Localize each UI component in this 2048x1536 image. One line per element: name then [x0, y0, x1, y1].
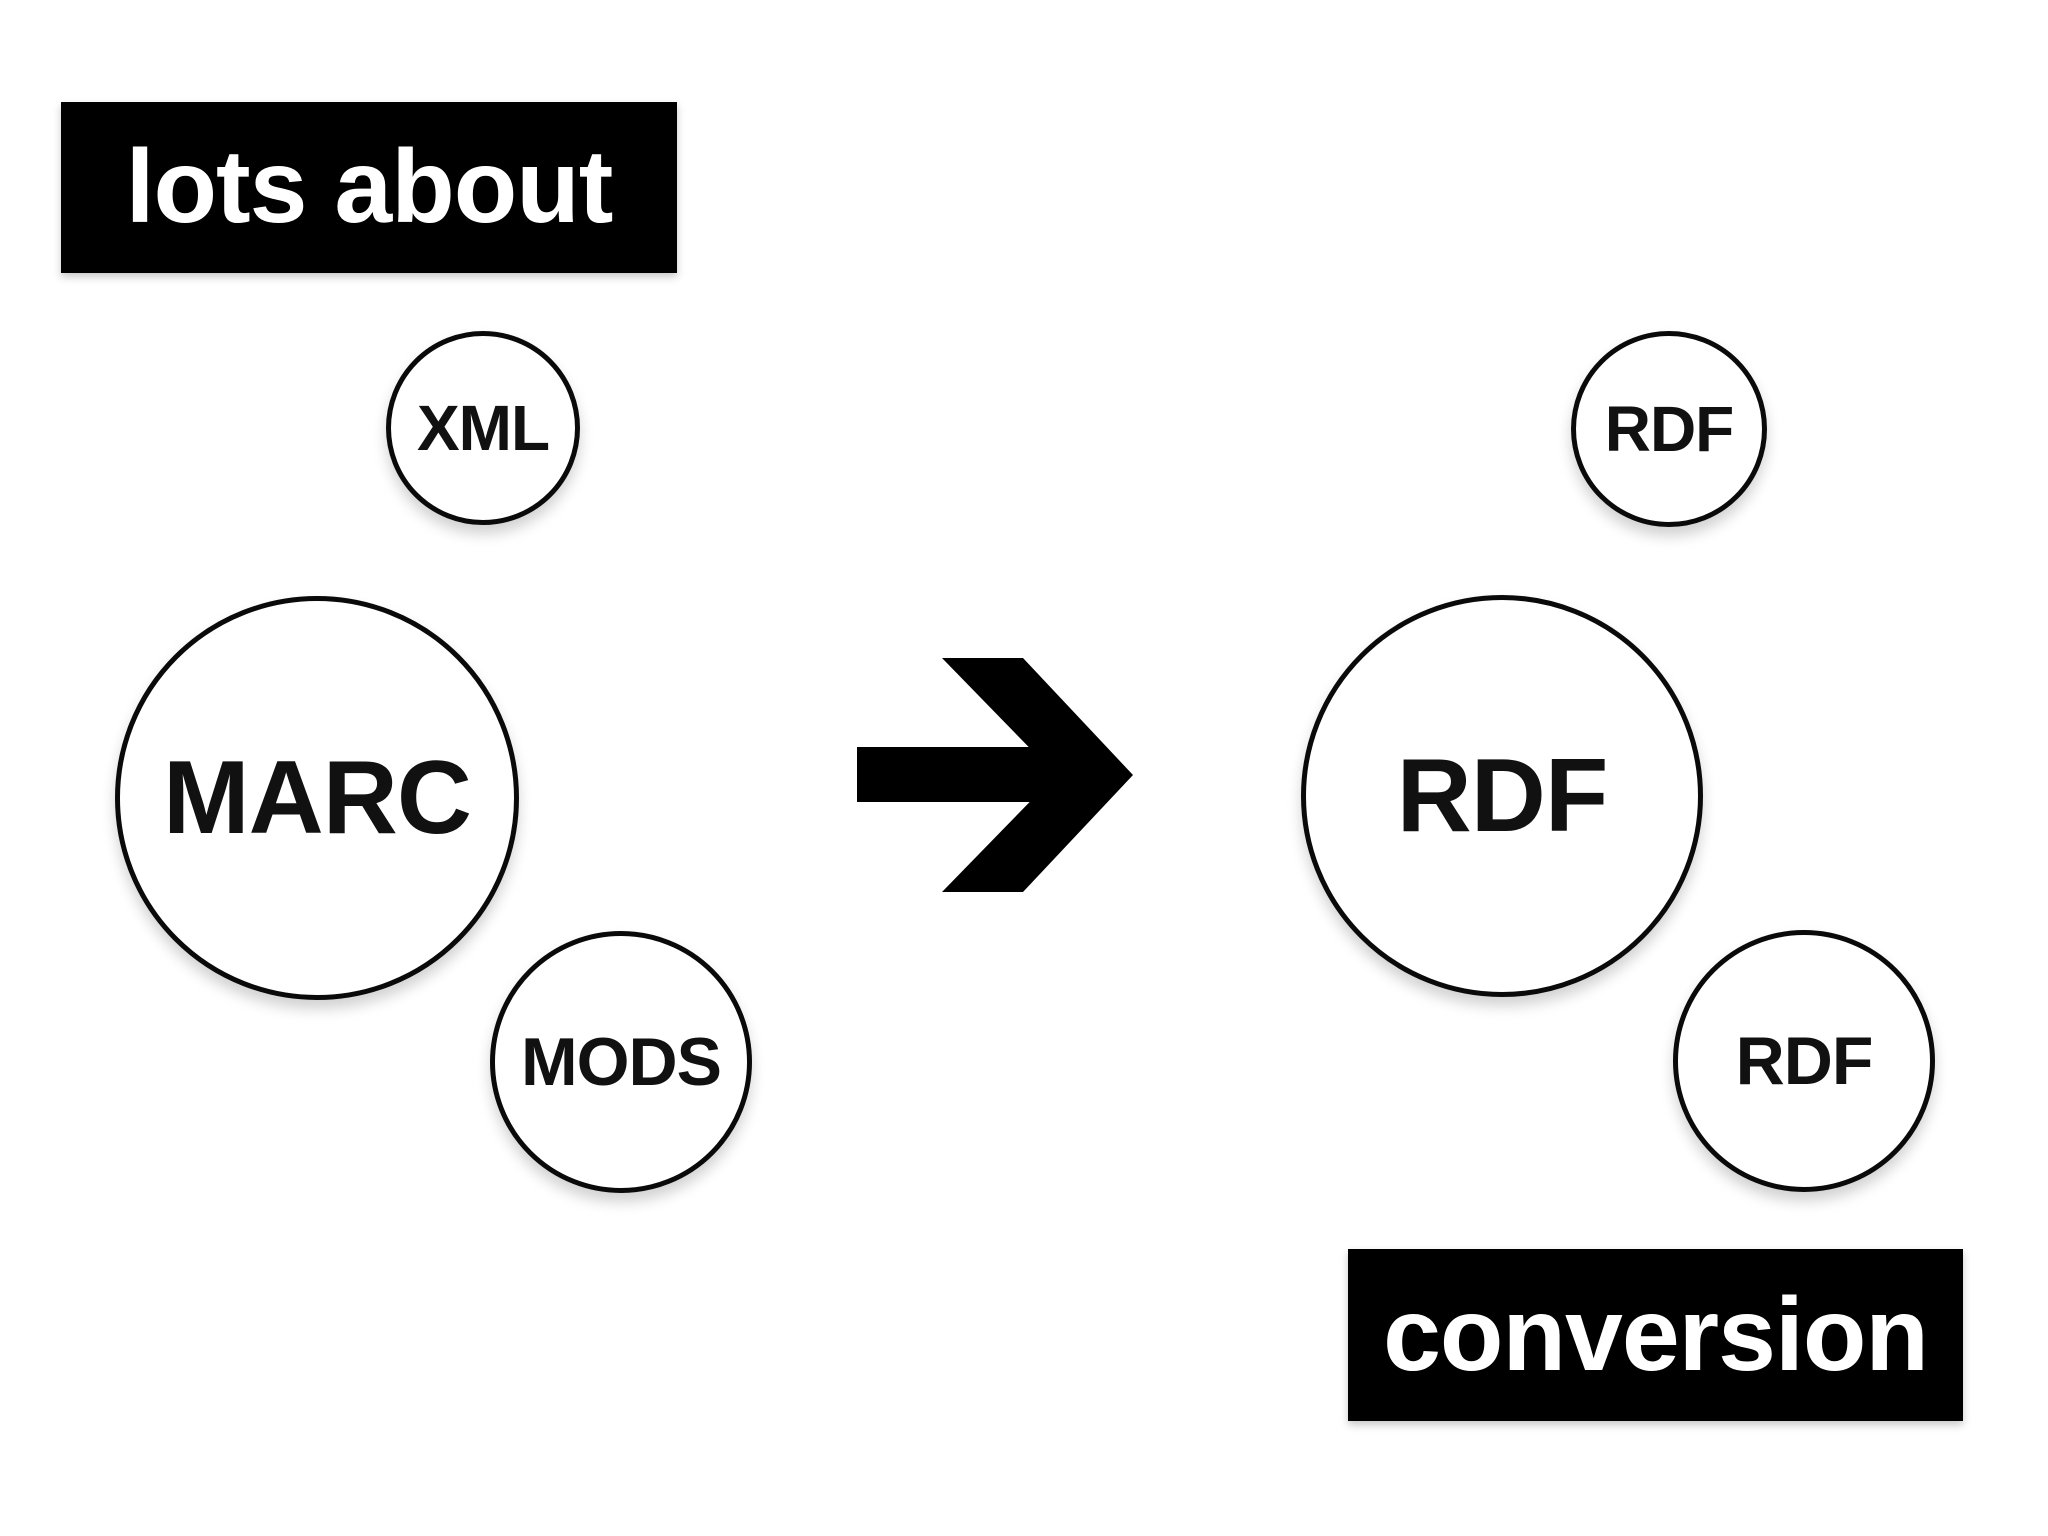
conversion-label-box: conversion — [1348, 1249, 1963, 1421]
right-arrow-head — [942, 658, 1133, 892]
rdf-medium-circle: RDF — [1673, 930, 1935, 1192]
conversion-text: conversion — [1383, 1276, 1929, 1393]
marc-circle: MARC — [115, 596, 519, 1000]
rdf-large-circle: RDF — [1301, 595, 1703, 997]
marc-circle-label: MARC — [163, 739, 472, 856]
mods-circle-label: MODS — [521, 1024, 722, 1100]
xml-circle-label: XML — [416, 392, 550, 464]
rdf-large-circle-label: RDF — [1396, 737, 1609, 854]
lots-about-text: lots about — [125, 129, 614, 245]
rdf-small-circle-label: RDF — [1604, 393, 1735, 465]
rdf-medium-circle-label: RDF — [1735, 1023, 1874, 1099]
xml-circle: XML — [386, 331, 580, 525]
rdf-small-circle: RDF — [1571, 331, 1767, 527]
lots-about-label-box: lots about — [61, 102, 677, 273]
mods-circle: MODS — [490, 931, 752, 1193]
right-arrow-icon — [857, 658, 1133, 892]
